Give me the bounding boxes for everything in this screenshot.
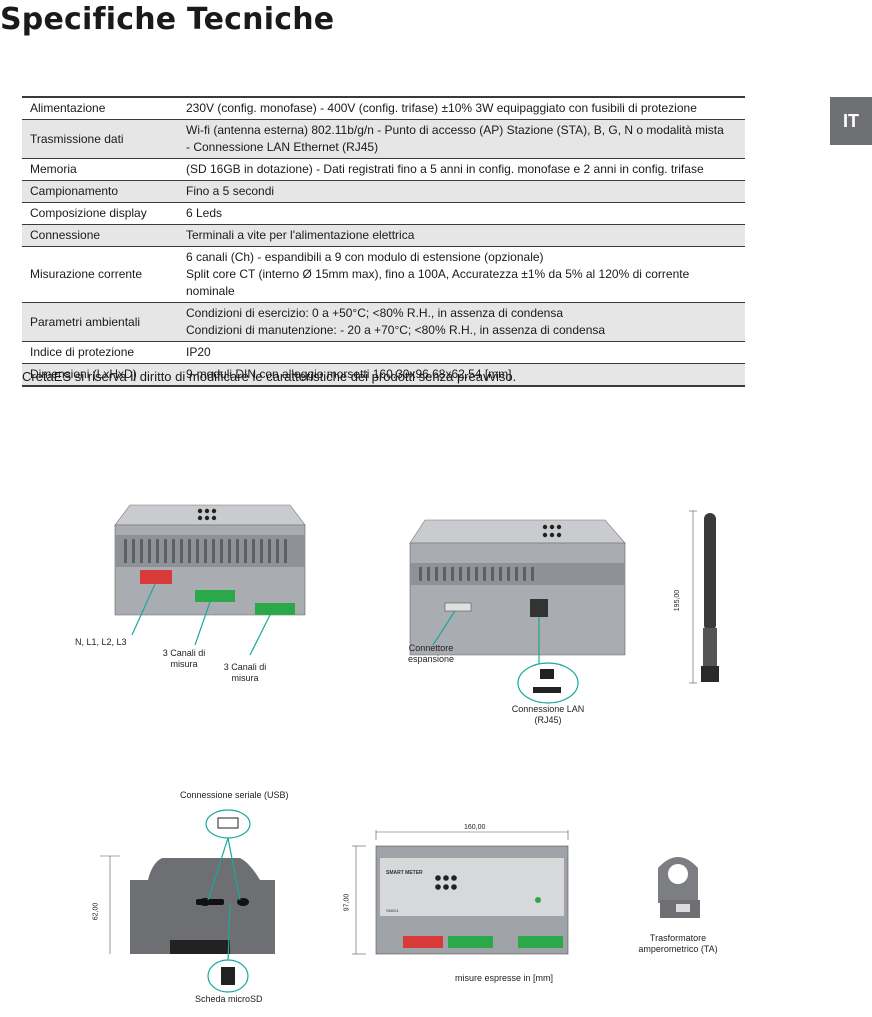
spec-row: Composizione display 6 Leds: [22, 203, 745, 225]
spec-row: Indice di protezione IP20: [22, 342, 745, 364]
spec-label: Dimensioni (LxHxD): [30, 367, 137, 381]
spec-value-line: Split core CT (interno Ø 15mm max), fino…: [186, 267, 690, 298]
spec-label: Misurazione corrente: [30, 267, 143, 281]
spec-value-line: Condizioni di esercizio: 0 a +50°C; <80%…: [186, 306, 564, 320]
spec-row: Misurazione corrente 6 canali (Ch) - espa…: [22, 247, 745, 303]
device-rear-illustration: [409, 519, 626, 704]
spec-label: Parametri ambientali: [30, 314, 141, 329]
spec-value: Fino a 5 secondi: [178, 181, 745, 203]
spec-row: Dimensioni (LxHxD) 9-moduli DIN con allog…: [22, 363, 745, 387]
spec-label: Composizione display: [30, 206, 147, 220]
spec-value-line: - Connessione LAN Ethernet (RJ45): [186, 140, 379, 154]
caption-units: misure espresse in [mm]: [455, 973, 554, 983]
device-front-illustration: [114, 504, 306, 656]
disclaimer-note: CretaES si riserva il diritto di modific…: [22, 369, 517, 384]
device-brand: SMART METER: [386, 870, 423, 876]
caption-n-l: N, L1, L2, L3: [75, 637, 127, 647]
page-title: Specifiche Tecniche: [0, 2, 335, 37]
spec-value: (SD 16GB in dotazione) - Dati registrati…: [178, 159, 745, 181]
caption-serial-usb: Connessione seriale (USB): [180, 790, 289, 800]
spec-row: Trasmissione dati Wi-fi (antenna esterna)…: [22, 119, 745, 159]
spec-value-line: Fino a 5 secondi: [186, 184, 275, 198]
spec-label: Memoria: [30, 162, 77, 176]
spec-row: Campionamento Fino a 5 secondi: [22, 180, 745, 203]
spec-value: IP20: [178, 342, 745, 364]
spec-value: 9-moduli DIN con alloggio morsetti 160.3…: [178, 364, 745, 387]
spec-value: Condizioni di esercizio: 0 a +50°C; <80%…: [178, 303, 745, 342]
spec-value-line: 9-moduli DIN con alloggio morsetti 160.3…: [186, 367, 512, 381]
antenna-dimension: 195,00: [674, 589, 682, 612]
spec-value-line: Condizioni di manutenzione: - 20 a +70°C…: [186, 323, 606, 337]
spec-value: 6 canali (Ch) - espandibili a 9 con modu…: [178, 247, 745, 303]
device-side-illustration: [100, 809, 275, 993]
spec-value-line: 6 Leds: [186, 206, 223, 220]
spec-value-line: IP20: [186, 345, 211, 359]
spec-value: Wi-fi (antenna esterna) 802.11b/g/n - Pu…: [178, 120, 745, 159]
device-model: SM001: [386, 908, 399, 913]
current-transformer-illustration: [658, 857, 700, 918]
spec-value-line: 6 canali (Ch) - espandibili a 9 con modu…: [186, 250, 544, 264]
caption-lan-connection: Connessione LAN(RJ45): [511, 704, 585, 725]
spec-label: Alimentazione: [30, 101, 106, 115]
spec-value: Terminali a vite per l'alimentazione ele…: [178, 225, 745, 247]
spec-value-line: Terminali a vite per l'alimentazione ele…: [186, 228, 415, 242]
spec-value-line: Wi-fi (antenna esterna) 802.11b/g/n - Pu…: [186, 123, 724, 137]
caption-microsd: Scheda microSD: [195, 994, 263, 1004]
side-depth-dimension: 62,00: [92, 902, 100, 921]
front-height-dimension: 97,00: [343, 893, 351, 912]
spec-label: Trasmissione dati: [30, 131, 124, 146]
spec-label: Connessione: [30, 228, 101, 242]
spec-label: Campionamento: [30, 184, 119, 198]
spec-value-line: 230V (config. monofase) - 400V (config. …: [186, 101, 697, 115]
spec-value: 6 Leds: [178, 203, 745, 225]
front-width-dimension: 160,00: [464, 824, 486, 831]
spec-label: Indice di protezione: [30, 345, 135, 359]
device-dimension-illustration: SMART METER SM001: [352, 830, 569, 955]
spec-row: Parametri ambientali Condizioni di eserci…: [22, 302, 745, 342]
antenna-illustration: [689, 510, 719, 684]
spec-table: Alimentazione 230V (config. monofase) - 4…: [22, 96, 745, 387]
spec-row: Connessione Terminali a vite per l'alimen…: [22, 224, 745, 247]
spec-value: 230V (config. monofase) - 400V (config. …: [178, 97, 745, 120]
spec-value-line: (SD 16GB in dotazione) - Dati registrati…: [186, 162, 704, 176]
spec-row: Alimentazione 230V (config. monofase) - 4…: [22, 97, 745, 120]
spec-row: Memoria (SD 16GB in dotazione) - Dati reg…: [22, 159, 745, 181]
language-tab[interactable]: IT: [830, 97, 872, 145]
